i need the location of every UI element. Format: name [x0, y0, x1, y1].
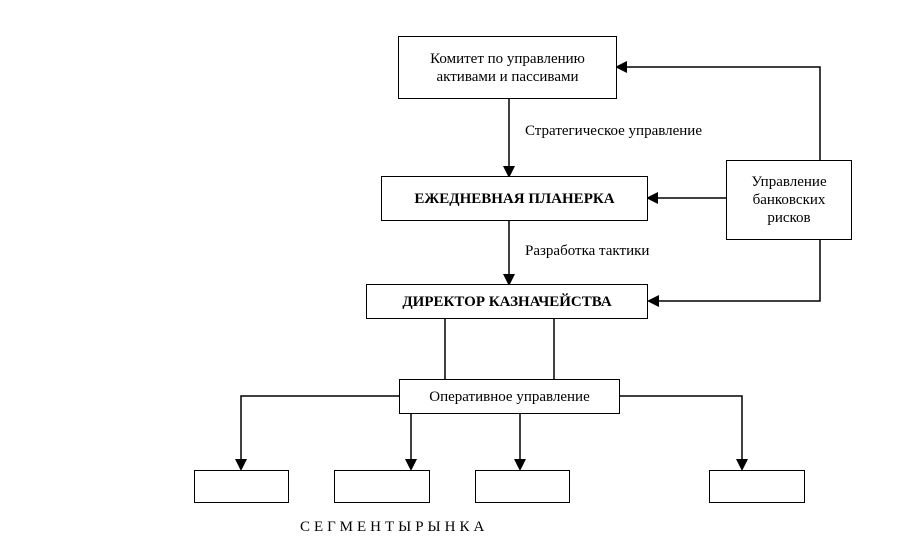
treasury-director-text: ДИРЕКТОР КАЗНАЧЕЙСТВА	[402, 293, 612, 310]
segments-caption: СЕГМЕНТЫРЫНКА	[300, 519, 489, 535]
segment-box-1	[194, 470, 289, 503]
arrow-risk-to-director	[647, 240, 821, 307]
arrow-operational-to-segment-4	[620, 395, 748, 471]
risk-management-text: Управление банковских рисков	[751, 174, 827, 226]
risk-management-box: Управление банковских рисков	[726, 160, 852, 240]
operational-management-text: Оперативное управление	[429, 388, 590, 405]
daily-meeting-text: ЕЖЕДНЕВНАЯ ПЛАНЕРКА	[414, 190, 615, 207]
arrow-risk-to-committee	[615, 61, 821, 163]
arrow-operational-to-segment-1	[235, 395, 400, 471]
strategic-management-label: Стратегическое управление	[525, 123, 702, 139]
committee-box: Комитет по управлению активами и пассива…	[398, 36, 617, 99]
daily-meeting-box: ЕЖЕДНЕВНАЯ ПЛАНЕРКА	[381, 176, 648, 221]
segment-box-3	[475, 470, 570, 503]
operational-management-box: Оперативное управление	[399, 379, 620, 414]
tactics-label: Разработка тактики	[525, 243, 650, 259]
treasury-director-box: ДИРЕКТОР КАЗНАЧЕЙСТВА	[366, 284, 648, 319]
segment-box-4	[709, 470, 805, 503]
segment-box-2	[334, 470, 430, 503]
committee-text: Комитет по управлению активами и пассива…	[430, 50, 585, 85]
